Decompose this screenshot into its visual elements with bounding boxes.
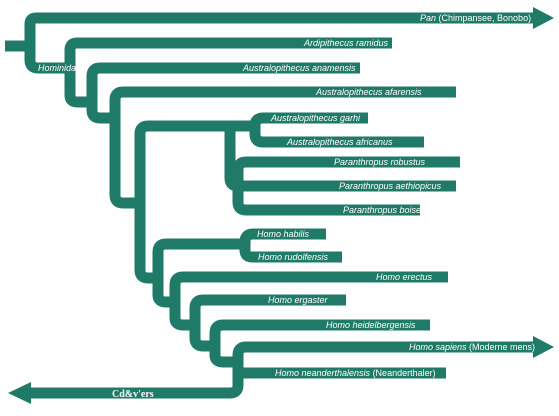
label-ardipithecus-ramidus: Ardipithecus ramidus: [303, 38, 389, 48]
branch-sapiens-neander-trunk: [209, 346, 238, 368]
label-homo-habilis: Homo habilis: [257, 229, 310, 239]
label-paranthropus-boisei: Paranthropus boisei: [343, 205, 424, 215]
label-homo-heidelbergensis: Homo heidelbergensis: [326, 320, 416, 330]
branch-australopith-clade: [134, 120, 230, 203]
label-hominidae: Hominidae: [38, 63, 81, 73]
branch-rudolfensis: [239, 244, 342, 263]
branch-africanus: [249, 126, 424, 148]
branch-afarensis-trunk: [86, 102, 115, 124]
branch-ergaster: [189, 294, 346, 325]
label-paranthropus-robustus: Paranthropus robustus: [334, 157, 426, 167]
label-pan: Pan (Chimpansee, Bonobo): [420, 13, 531, 23]
branch-erectus: [169, 271, 448, 302]
branch-main-trunk: [109, 118, 140, 209]
branch-afarensis: [109, 86, 456, 118]
label-homo-neanderthalensis: Homo neanderthalensis (Neanderthaler): [275, 368, 436, 378]
label-homo-sapiens: Homo sapiens (Moderne mens): [409, 342, 535, 352]
branch-homo-erectus-trunk: [152, 278, 175, 308]
label-australopithecus-garhi: Australopithecus garhi: [270, 113, 361, 123]
branch-heidelberg-trunk: [189, 325, 215, 352]
label-australopithecus-anamensis: Australopithecus anamensis: [242, 63, 356, 73]
branch-garhi: [249, 112, 368, 127]
branch-homo-habilis-rud: [152, 238, 245, 278]
arrowhead-pan: [533, 7, 554, 29]
label-homo-erectus: Homo erectus: [376, 272, 433, 282]
branch-habilis: [239, 228, 326, 248]
branch-sapiens: [232, 341, 534, 362]
label-paranthropus-aethiopicus: Paranthropus aethiopicus: [339, 181, 442, 191]
branch-heidelbergensis: [209, 319, 430, 346]
branch-robustus: [232, 156, 460, 186]
label-cdvers: Cd&v'ers: [112, 389, 154, 400]
arrowhead-cdvers: [8, 382, 31, 404]
branch-hominidae: [24, 46, 70, 74]
label-australopithecus-afarensis: Australopithecus afarensis: [315, 87, 422, 97]
label-homo-rudolfensis: Homo rudolfensis: [258, 252, 329, 262]
label-homo-ergaster: Homo ergaster: [268, 295, 329, 305]
branch-anamensis: [86, 62, 360, 102]
branch-ardipithecus: [64, 37, 392, 68]
arrowhead-sapiens: [533, 336, 554, 358]
branch-anamensis-trunk: [64, 68, 92, 108]
branch-homo-trunk: [134, 203, 158, 284]
branch-boisei: [232, 186, 420, 216]
branch-pan: [24, 12, 534, 46]
branch-cdvers: [30, 362, 244, 399]
branch-ergaster-trunk: [169, 302, 195, 331]
label-australopithecus-africanus: Australopithecus africanus: [286, 137, 393, 147]
